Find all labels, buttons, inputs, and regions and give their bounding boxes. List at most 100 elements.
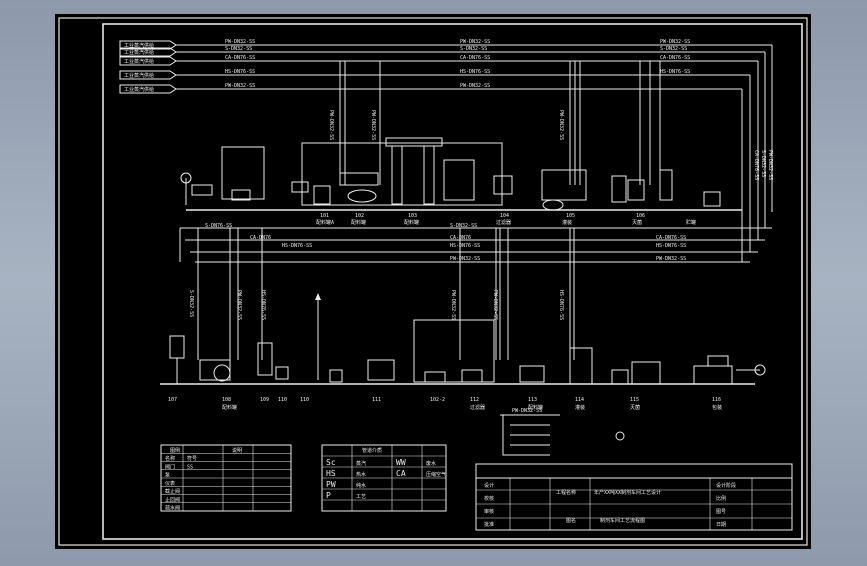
header-pipe-label: HS-DN76-SS — [660, 69, 690, 75]
mixer-111 — [367, 359, 395, 381]
filling-unit — [541, 169, 587, 201]
tables-layer — [160, 444, 793, 531]
riser-label: S-DN32-SS — [760, 150, 766, 177]
title-block — [475, 463, 793, 531]
lower-drop-label: PW-DN32-SS — [450, 290, 456, 320]
legend-tag-label: 工业蒸汽供给 — [124, 49, 154, 56]
equipment-name: 过滤器 — [496, 219, 511, 226]
valve-icon — [615, 431, 625, 441]
equipment-name: 配料罐 — [404, 219, 419, 226]
equipment-tag: 102-2 — [430, 397, 445, 403]
header-pipe-label: CA-DN76-SS — [660, 55, 690, 61]
legend-tag — [119, 56, 177, 66]
title-value: 年产XX吨XX制剂车间工艺设计 — [594, 489, 661, 496]
lower-drop-label: HS-DN76-SS — [260, 290, 266, 320]
equipment-name: 配料罐 — [528, 404, 543, 411]
table-cell: HS — [326, 469, 336, 478]
loop-label: S-DN76-SS — [205, 223, 232, 229]
filter-112 — [424, 371, 446, 383]
vessel-112 — [461, 369, 483, 383]
inner-frame — [102, 23, 803, 540]
tank-101 — [291, 181, 309, 193]
legend-tag-label: 工业蒸汽供给 — [124, 72, 154, 79]
header-pipe-label: HS-DN76-SS — [460, 69, 490, 75]
equipment-name: 配料罐 — [222, 404, 237, 411]
equipment-tag: 110 — [300, 397, 309, 403]
table-cell: CA — [396, 469, 406, 478]
header-pipe-label: S-DN32-SS — [225, 46, 252, 52]
equipment-tag: 115 — [630, 397, 639, 403]
equipment-tag: 110 — [278, 397, 287, 403]
table-cell: PW — [326, 480, 336, 489]
table-cell: 蒸汽 — [356, 460, 366, 467]
table-cell: SS — [187, 464, 193, 470]
title-label: 图名 — [566, 517, 576, 524]
exit-icon — [754, 364, 766, 376]
pump-110 — [275, 366, 289, 380]
header-pipe-label: PW-DN32-SS — [660, 39, 690, 45]
callout-bracket — [502, 415, 550, 456]
title-label: 比例 — [716, 495, 726, 502]
header-pipe-label: HS-DN76-SS — [225, 69, 255, 75]
equipment-name: 配料罐A — [316, 219, 334, 226]
callout-label: PW-DN32-SS — [512, 408, 542, 414]
arrow-icon — [315, 293, 321, 300]
legend-tag-label: 工业蒸汽供给 — [124, 86, 154, 93]
drop-label: PW-DN32-SS — [370, 110, 376, 140]
vessel-small — [231, 189, 251, 201]
vessel-head — [339, 172, 379, 186]
header-pipe-label: CA-DN76-SS — [225, 55, 255, 61]
tunnel-115 — [631, 361, 661, 385]
table-cell: 泵 — [165, 473, 170, 479]
equipment-tag: 102 — [355, 213, 364, 219]
stacked-trays — [611, 175, 627, 203]
legend-tag — [119, 84, 177, 94]
equipment-name: 灌装 — [562, 219, 572, 226]
table-title: 说明 — [232, 447, 242, 454]
equipment-tag: 109 — [260, 397, 269, 403]
loop-label: CA-DN76 — [450, 235, 471, 241]
filler-114 — [569, 347, 593, 385]
equipment-tag: 114 — [575, 397, 584, 403]
table-cell: 名称 — [165, 455, 175, 462]
table-cell: 截止阀 — [165, 488, 180, 495]
vessel-base — [542, 199, 564, 211]
mixing-tank-101a — [221, 146, 265, 200]
title-label: 图号 — [716, 509, 726, 515]
vessel-104 — [493, 175, 513, 195]
header-pipe-label: PW-DN32-SS — [225, 83, 255, 89]
lower-drop-label: PW-DN32-SS — [492, 290, 498, 320]
column-left — [391, 145, 403, 205]
loop-label: S-DN32-SS — [450, 223, 477, 229]
equipment-tag: 106 — [636, 213, 645, 219]
equipment-name: 贮罐 — [686, 219, 696, 226]
drop-label: PW-DN32-SS — [558, 110, 564, 140]
loop-label: PW-DN32-SS — [450, 256, 480, 262]
skid — [191, 184, 213, 196]
equipment-name: 灭菌 — [632, 219, 642, 226]
riser-label: CA-DN76-SS — [753, 150, 759, 180]
table-cell: WW — [396, 458, 406, 467]
table-cell: 止回阀 — [165, 496, 180, 503]
pipe-layer — [176, 44, 773, 456]
packager-top — [707, 355, 729, 367]
outer-frame — [58, 17, 808, 546]
drop-label: PW-DN32-SS — [328, 110, 334, 140]
header-pipe-label: PW-DN32-SS — [460, 83, 490, 89]
pump-icon — [213, 364, 231, 382]
table-cell: P — [326, 491, 331, 500]
room-102-2 — [413, 319, 495, 383]
vessel-111 — [329, 369, 343, 383]
vessel-109 — [257, 342, 273, 376]
legend-tag-label: 工业蒸汽供给 — [124, 58, 154, 65]
header-pipe-label: PW-DN32-SS — [460, 39, 490, 45]
title-label: 设计 — [484, 482, 494, 489]
header-frame — [385, 137, 443, 147]
loop-label: PW-DN32-SS — [656, 256, 686, 262]
column-right — [423, 145, 435, 205]
equipment-tag: 101 — [320, 213, 329, 219]
tray-unit — [627, 179, 645, 201]
loop-label: HS-DN76-SS — [450, 243, 480, 249]
